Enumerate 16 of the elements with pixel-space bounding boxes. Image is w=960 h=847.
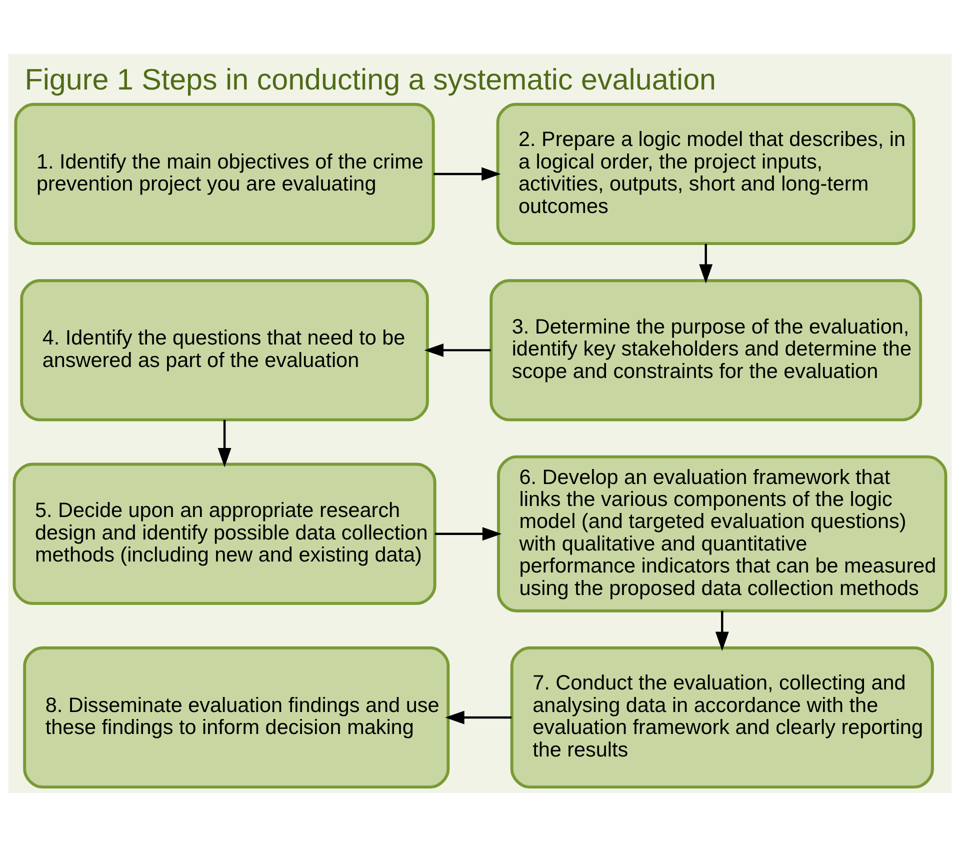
arrow	[445, 710, 512, 724]
arrow	[424, 343, 491, 357]
arrow	[434, 527, 502, 541]
node-box: 8. Disseminate evaluation findings and use these findings to inform decision making	[23, 646, 450, 789]
arrow	[218, 420, 232, 468]
node-box: 2. Prepare a logic model that describes, in a logical order, the project inputs, activities, outputs, short and long-term outcomes	[496, 102, 916, 246]
arrow	[699, 244, 713, 284]
arrow	[715, 610, 729, 651]
node-box: 4. Identify the questions that need to be answered as part of the evaluation	[20, 279, 429, 422]
arrow	[434, 167, 501, 181]
node-box: 7. Conduct the evaluation, collecting and analysing data in accordance with the evaluation framework and clearly reporting the results	[510, 646, 934, 789]
node-box: 3. Determine the purpose of the evaluation, identify key stakeholders and determine the scope and constraints for the evaluation	[490, 279, 922, 422]
node-box: 6. Develop an evaluation framework that links the various components of the logic model (and targeted evaluation questions) with qualitative and quantitative performance indicators that can be measured using the proposed data collection methods	[497, 455, 948, 612]
diagram-title: Figure 1 Steps in conducting a systematic evaluation	[24, 64, 716, 97]
node-box: 5. Decide upon an appropriate research design and identify possible data collection methods (including new and existing data)	[12, 462, 436, 605]
node-box: 1. Identify the main objectives of the crime prevention project you are evaluating	[14, 102, 435, 246]
